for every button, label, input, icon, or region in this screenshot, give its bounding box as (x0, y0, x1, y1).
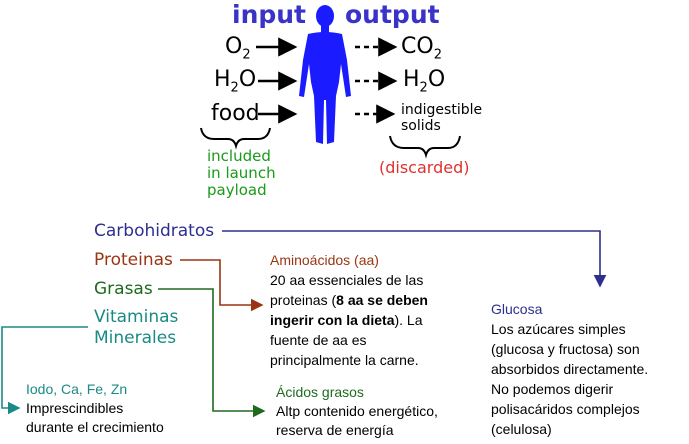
nutrient-carbohidratos: Carbohidratos (94, 221, 215, 241)
proteinas-connector (180, 259, 264, 312)
glucosa-line6: (celulosa) (491, 421, 552, 437)
carbohidratos-connector (222, 230, 607, 288)
nutrient-grasas: Grasas (94, 279, 153, 299)
glucosa-block: Glucosa Los azúcares simples (glucosa y … (491, 299, 648, 439)
acidos-grasos-line1: Altp contenido energético, (276, 403, 438, 419)
nutrient-proteinas: Proteinas (94, 250, 173, 270)
discarded-note: (discarded) (379, 158, 470, 177)
included-note-line1: included (207, 147, 271, 165)
output-indigestible-line2: solids (401, 118, 441, 134)
human-figure-icon (299, 5, 351, 144)
output-heading: output (345, 0, 440, 29)
output-co2: CO2 (401, 34, 442, 63)
output-indigestible-line1: indigestible (401, 102, 483, 118)
aminoacidos-line2: proteinas (8 aa se deben (270, 292, 428, 308)
glucosa-line4: No podemos digerir (491, 381, 614, 397)
grasas-connector (158, 288, 266, 418)
acidos-grasos-title: Ácidos grasos (276, 384, 364, 400)
output-brace (389, 135, 461, 159)
input-brace (200, 127, 271, 150)
minerales-note-line2: durante el crecimiento (26, 419, 164, 435)
input-h2o: H2O (214, 67, 257, 96)
aminoacidos-line3: ingerir con la dieta). La (270, 312, 423, 328)
input-o2: O2 (225, 34, 251, 63)
nutrient-minerales: Minerales (94, 328, 177, 348)
included-note-line2: in launch (207, 164, 276, 182)
aminoacidos-line4: fuente de aa es (270, 332, 367, 348)
glucosa-title: Glucosa (491, 301, 543, 317)
aminoacidos-line1: 20 aa essenciales de las (270, 272, 424, 288)
minerales-note-title: Iodo, Ca, Fe, Zn (26, 381, 128, 397)
minerales-note-block: Iodo, Ca, Fe, Zn Imprescindibles durante… (26, 380, 164, 437)
input-food: food (211, 101, 260, 126)
glucosa-line5: polisacáridos complejos (491, 401, 640, 417)
nutrient-vitaminas: Vitaminas (94, 307, 179, 327)
minerales-connector (1, 326, 88, 415)
included-note: included in launch payload (207, 148, 276, 199)
glucosa-line3: absorbidos directamente. (491, 361, 649, 377)
output-h2o: H2O (403, 67, 446, 96)
included-note-line3: payload (207, 181, 267, 199)
input-heading: input (232, 0, 307, 29)
output-indigestible: indigestible solids (401, 102, 482, 134)
aminoacidos-line5: principalmente la carne. (270, 352, 419, 368)
glucosa-line1: Los azúcares simples (491, 321, 626, 337)
glucosa-line2: (glucosa y fructosa) son (491, 341, 640, 357)
aminoacidos-title: Aminoácidos (aa) (270, 252, 379, 268)
minerales-note-line1: Imprescindibles (26, 400, 124, 416)
aminoacidos-block: Aminoácidos (aa) 20 aa essenciales de la… (270, 250, 428, 370)
acidos-grasos-line2: reserva de energía (276, 422, 394, 438)
acidos-grasos-block: Ácidos grasos Altp contenido energético,… (276, 383, 438, 440)
